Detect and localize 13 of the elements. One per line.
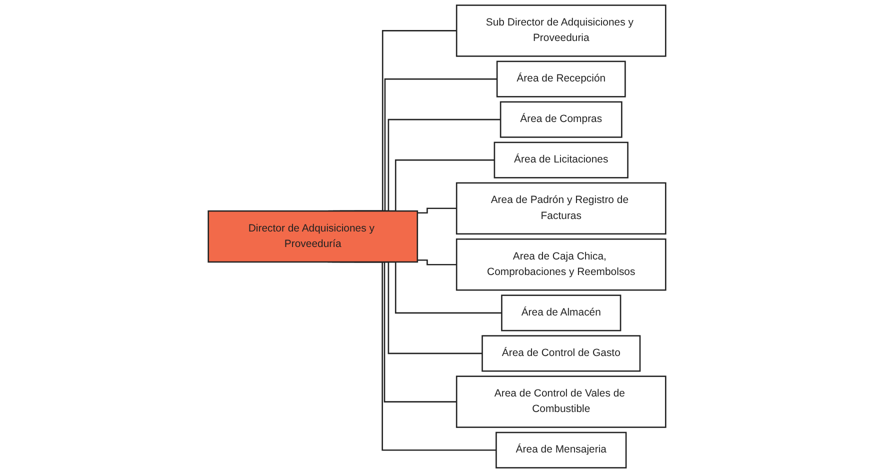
node-box: Director de Adquisiciones y Proveeduría bbox=[208, 210, 418, 263]
node-box: Área de Compras bbox=[500, 101, 622, 138]
node-box: Sub Director de Adquisiciones y Proveeduria bbox=[456, 4, 666, 57]
node-box: Área de Recepción bbox=[496, 60, 626, 98]
node-box: Área de Control de Gasto bbox=[482, 335, 641, 372]
connector bbox=[417, 208, 457, 214]
node-box: Área de Mensajeria bbox=[496, 432, 627, 468]
node-box: Area de Padrón y Registro de Facturas bbox=[456, 182, 666, 235]
node-box: Área de Licitaciones bbox=[494, 142, 628, 178]
node-box: Area de Caja Chica, Comprobaciones y Reembolsos bbox=[456, 238, 666, 291]
node-box: Área de Almacén bbox=[501, 294, 622, 332]
node-box: Area de Control de Vales de Combustible bbox=[456, 376, 666, 428]
connector bbox=[417, 260, 457, 266]
